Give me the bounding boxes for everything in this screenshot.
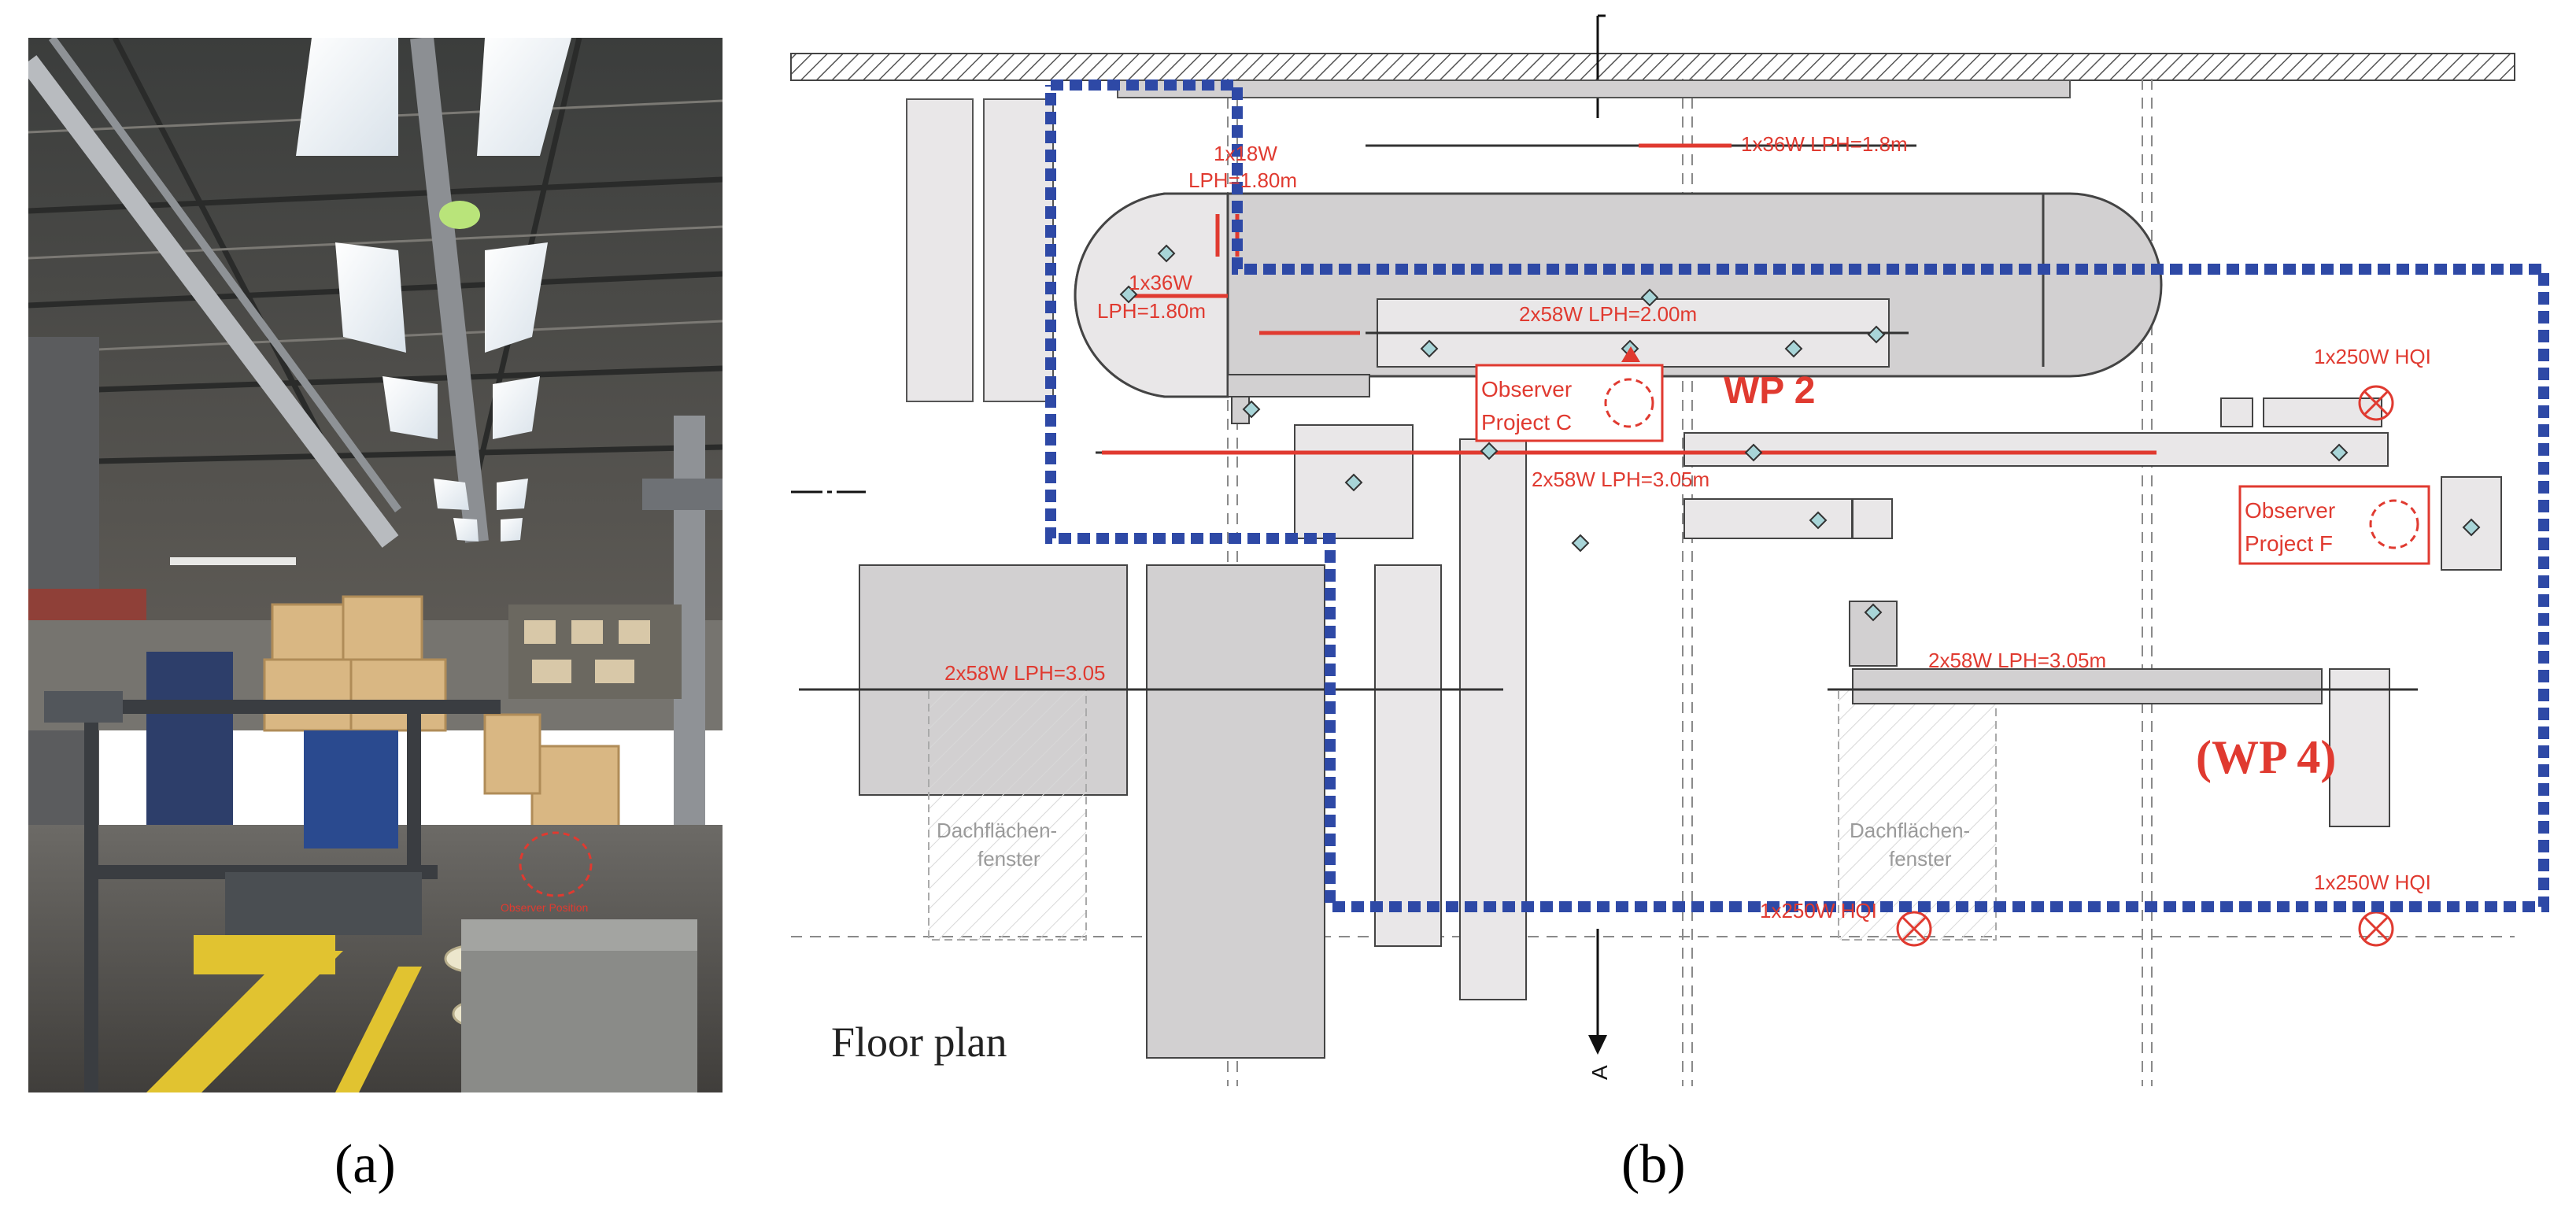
exterior-wall [790,53,2515,81]
lamp-label-3b: LPH=1.80m [1097,299,1206,323]
observer-c-line2: Project C [1481,410,1572,434]
hqi-lamp-symbols [1896,385,2394,947]
lamp-label-4: 2x58W LPH=2.00m [1519,302,1697,326]
skylight-right-line1: Dachflächen- [1850,819,1970,842]
skylight-right [1838,689,1997,941]
skylight-left-line2: fenster [978,847,1040,871]
section-marker-label: A [1587,1065,1612,1080]
observer-f-line1: Observer [2245,498,2335,523]
observer-c-line1: Observer [1481,377,1572,401]
rack-left-1 [906,98,974,402]
rack-left-2 [983,98,1054,402]
yellow-rail [146,935,422,1092]
skylight-left-line1: Dachflächen- [937,819,1057,842]
observer-box-f [2238,485,2430,565]
lamp-segments [1102,143,2157,455]
factory-photo: Observer Position [28,38,723,1092]
caption-a: (a) [334,1134,396,1195]
skylight-left [928,689,1087,941]
lamp-label-3a: 1x36W [1129,271,1192,294]
machine-block-tall [1146,564,1325,1059]
workplace-label-wp2: WP 2 [1724,370,1815,412]
hqi-label-1: 1x250W HQI [2314,345,2431,368]
led-lamps [296,38,571,542]
floor-plan-title: Floor plan [831,1019,1007,1066]
lamp-label-2b: LPH=1.80m [1188,168,1297,192]
lamp-label-6: 2x58W LPH=3.05 [944,661,1106,685]
floor-plan: A [756,0,2550,1133]
skylight-right-line2: fenster [1889,847,1952,871]
zone-borders [1045,79,2549,912]
observer-box-c [1475,364,1664,442]
hqi-label-2: 1x250W HQI [1760,899,1877,922]
observer-position-label: Observer Position [501,901,588,914]
lamp-label-2a: 1x18W [1214,142,1277,165]
hqi-label-3: 1x250W HQI [2314,871,2431,894]
observer-f-line2: Project F [2245,531,2333,556]
sensor-markers [1119,244,2481,622]
lamp-label-7: 2x58W LPH=3.05m [1928,649,2106,672]
lamp-label-5: 2x58W LPH=3.05m [1532,468,1709,491]
lamp-label-1: 1x36W LPH=1.8m [1741,132,1908,156]
caption-b: (b) [1621,1134,1686,1195]
workplace-label-wp4: (WP 4) [2196,731,2336,783]
